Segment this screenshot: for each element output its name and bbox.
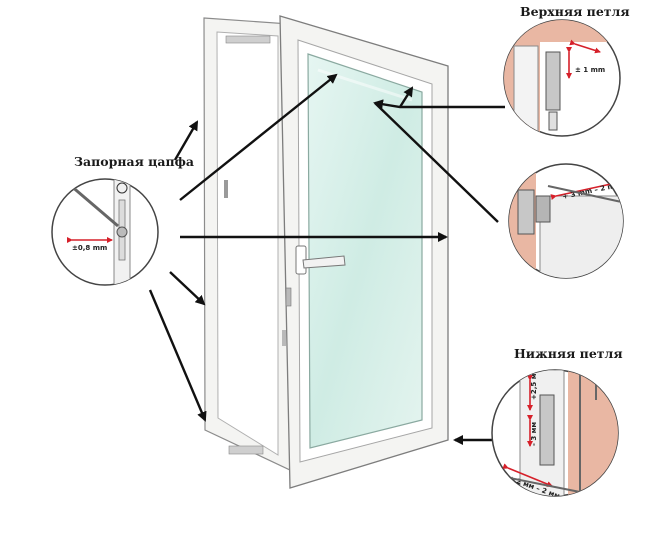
top-hinge-measurement: ± 1 mm — [575, 66, 605, 74]
top-hinge-label: Верхняя петля — [520, 4, 630, 19]
arrow-top-hinge-c — [374, 102, 499, 223]
window-handle — [295, 245, 346, 275]
pointer-arrows — [148, 73, 505, 445]
arrow-to-sash-top — [179, 73, 338, 201]
bottom-hinge-up-measurement: +2,5 мм — [530, 368, 538, 400]
bottom-hinge-detail: +2,5 мм - 3 мм + 2 мм – 2 мм — [491, 368, 619, 497]
arrow-to-frame-top — [173, 120, 199, 161]
window-frame — [203, 17, 291, 471]
lock-pin-measurement: ±0,8 mm — [72, 244, 107, 252]
arrow-to-frame-bottom — [148, 289, 207, 422]
arrow-to-frame-middle — [169, 271, 206, 306]
lock-pin-detail: ±0,8 mm — [51, 178, 159, 286]
bottom-hinge-label: Нижняя петля — [514, 346, 623, 361]
sash-hinge-detail: + 3 mm – 2 mm — [508, 163, 624, 279]
bottom-hinge-down-measurement: - 3 мм — [530, 422, 538, 446]
arrow-top-hinge-b — [398, 86, 414, 108]
window — [203, 15, 449, 489]
lock-pin-label: Запорная цапфа — [74, 154, 195, 169]
top-hinge-detail: ± 1 mm — [503, 19, 621, 137]
